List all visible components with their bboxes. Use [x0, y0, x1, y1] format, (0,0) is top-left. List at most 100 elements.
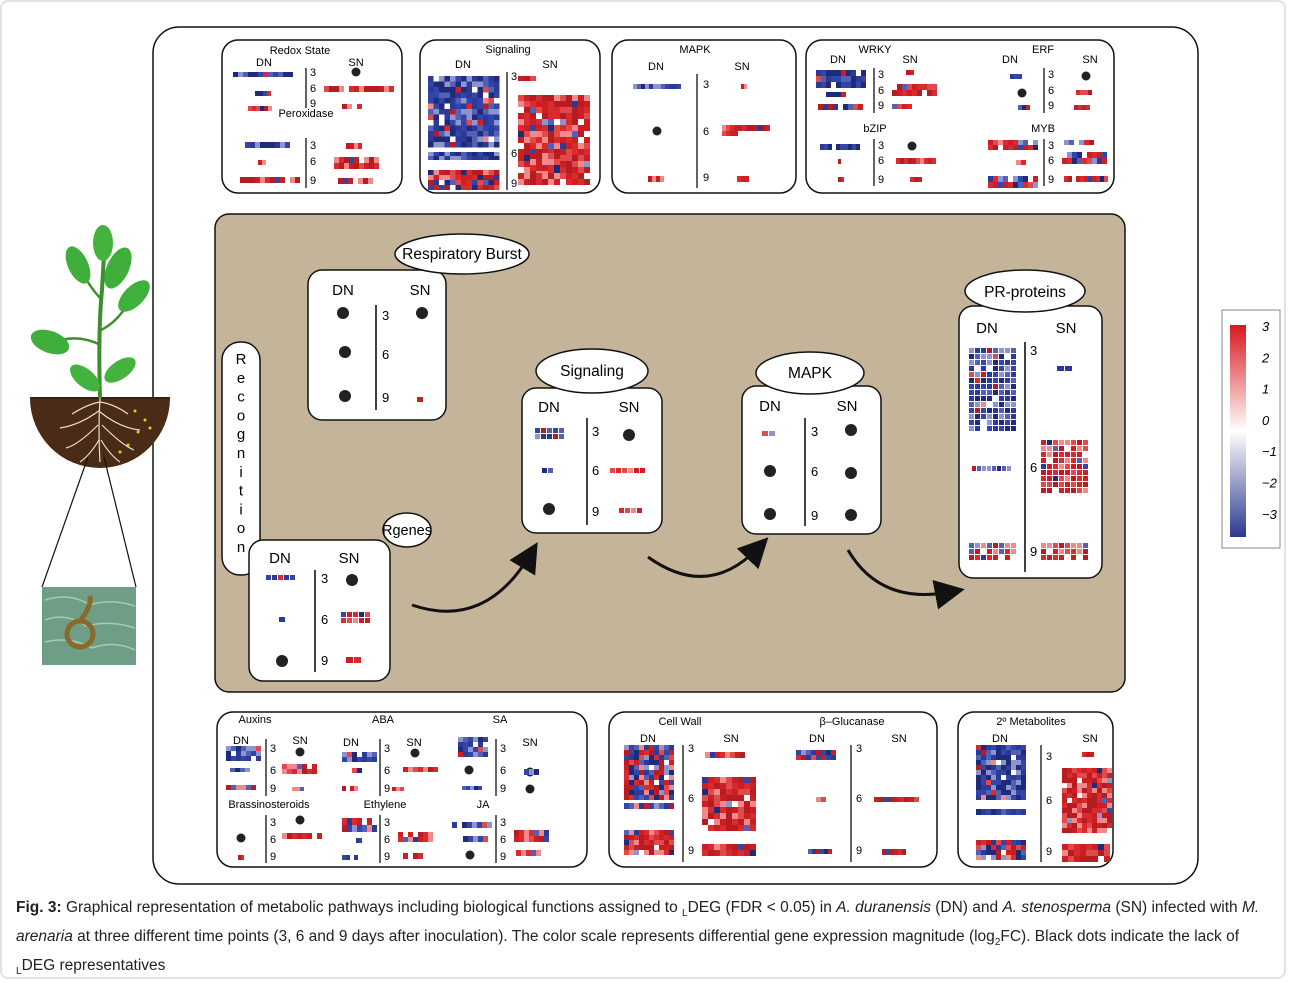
- expression-heatmap-block: [976, 809, 1026, 815]
- heatmap-cell: [461, 170, 467, 175]
- heatmap-cell: [738, 783, 744, 789]
- heatmap-cell: [1092, 768, 1097, 773]
- heatmap-cell: [1028, 176, 1033, 182]
- heatmap-cell: [1107, 788, 1112, 793]
- heatmap-cell: [996, 840, 1001, 845]
- heatmap-cell: [1086, 850, 1092, 856]
- caption-text-3: (DN) and: [930, 899, 1003, 916]
- heatmap-cell: [664, 835, 669, 840]
- heatmap-cell: [423, 837, 428, 842]
- heatmap-cell: [1041, 440, 1046, 445]
- heatmap-cell: [256, 785, 261, 790]
- heatmap-cell: [993, 402, 998, 407]
- recognition-letter: c: [237, 389, 245, 406]
- heatmap-cell: [1072, 788, 1077, 793]
- heatmap-cell: [297, 833, 302, 839]
- heatmap-cell: [631, 508, 636, 513]
- heatmap-cell: [346, 855, 350, 860]
- heatmap-cell: [738, 789, 744, 795]
- time-label: 9: [270, 783, 276, 795]
- heatmap-cell: [652, 176, 656, 182]
- heatmap-cell: [1047, 458, 1052, 463]
- heatmap-cell: [738, 777, 744, 783]
- heatmap-cell: [359, 838, 362, 843]
- heatmap-cell: [1062, 803, 1067, 808]
- heatmap-cell: [347, 104, 352, 109]
- time-label: 3: [310, 67, 316, 79]
- heatmap-cell: [1018, 182, 1023, 188]
- heatmap-cell: [539, 836, 544, 842]
- heatmap-cell: [986, 840, 991, 845]
- time-label: 6: [878, 155, 884, 167]
- heatmap-cell: [439, 170, 445, 175]
- heatmap-cell: [838, 159, 841, 164]
- heatmap-cell: [624, 840, 629, 845]
- heatmap-cell: [639, 770, 644, 775]
- heatmap-cell: [708, 801, 714, 807]
- time-label: 9: [310, 175, 316, 187]
- heatmap-cell: [530, 179, 536, 185]
- heatmap-cell: [418, 837, 423, 842]
- heatmap-cell: [584, 149, 590, 155]
- heatmap-cell: [347, 612, 352, 617]
- heatmap-cell: [998, 182, 1003, 188]
- expression-heatmap-block: [428, 152, 500, 160]
- expression-heatmap-block: [458, 737, 488, 757]
- heatmap-cell: [659, 765, 664, 770]
- heatmap-cell: [634, 830, 639, 835]
- heatmap-cell: [976, 775, 981, 780]
- heatmap-cell: [466, 175, 472, 180]
- time-label: 6: [382, 347, 389, 362]
- heatmap-cell: [975, 420, 980, 425]
- heatmap-cell: [353, 618, 358, 623]
- heatmap-cell: [766, 125, 770, 131]
- heatmap-cell: [702, 801, 708, 807]
- heatmap-cell: [226, 751, 231, 756]
- heatmap-cell: [649, 760, 654, 765]
- heatmap-cell: [1084, 140, 1089, 145]
- heatmap-cell: [463, 752, 468, 757]
- heatmap-cell: [487, 822, 492, 828]
- heatmap-cell: [433, 142, 439, 148]
- heatmap-cell: [473, 742, 478, 747]
- heatmap-cell: [578, 95, 584, 101]
- heatmap-cell: [542, 159, 548, 165]
- heatmap-cell: [992, 466, 996, 471]
- heatmap-cell: [468, 747, 473, 752]
- expression-heatmap-block: [398, 853, 423, 859]
- heatmap-cell: [987, 414, 992, 419]
- heatmap-cell: [524, 769, 529, 775]
- heatmap-cell: [428, 92, 434, 98]
- heatmap-cell: [664, 845, 669, 850]
- heatmap-cell: [744, 795, 750, 801]
- heatmap-cell: [993, 378, 998, 383]
- heatmap-cell: [450, 92, 456, 98]
- heatmap-cell: [1059, 543, 1064, 548]
- heatmap-cell: [450, 136, 456, 142]
- heatmap-cell: [972, 466, 976, 471]
- expression-heatmap-block: [524, 769, 539, 775]
- figure-caption: Fig. 3: Graphical representation of meta…: [16, 896, 1278, 983]
- expression-heatmap-block: [882, 849, 906, 855]
- heatmap-cell: [472, 170, 478, 175]
- heatmap-cell: [996, 850, 1001, 855]
- heatmap-cell: [398, 767, 403, 772]
- heatmap-cell: [1082, 793, 1087, 798]
- heatmap-cell: [548, 143, 554, 149]
- heatmap-cell: [1072, 783, 1077, 788]
- heatmap-cell: [1062, 768, 1067, 773]
- heatmap-cell: [806, 755, 811, 760]
- heatmap-cell: [246, 746, 251, 751]
- heatmap-cell: [473, 752, 478, 757]
- heatmap-cell: [572, 107, 578, 113]
- heatmap-cell: [494, 103, 500, 109]
- heatmap-cell: [920, 158, 924, 164]
- heatmap-cell: [368, 178, 373, 184]
- heatmap-cell: [1071, 482, 1076, 487]
- heatmap-cell: [1011, 408, 1016, 413]
- heatmap-cell: [726, 125, 730, 131]
- met-sn: SN: [1082, 733, 1097, 745]
- heatmap-cell: [466, 81, 472, 87]
- heatmap-cell: [634, 468, 639, 473]
- heatmap-cell: [450, 98, 456, 104]
